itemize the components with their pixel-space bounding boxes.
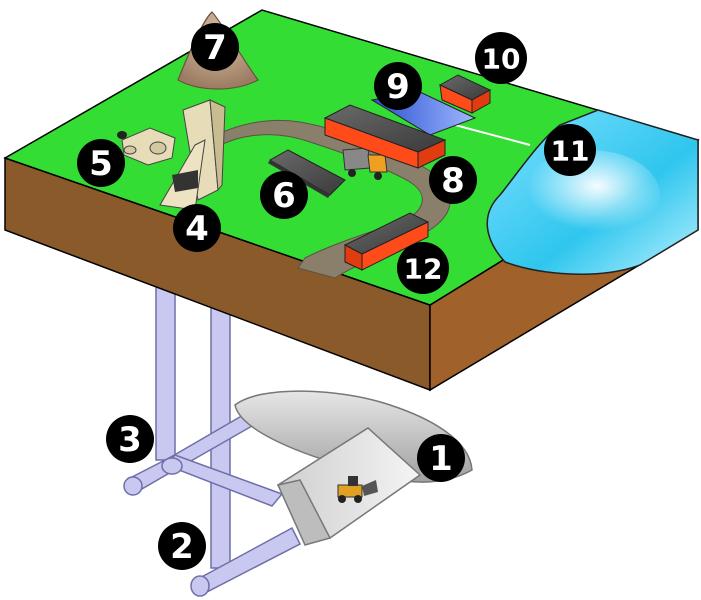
svg-text:9: 9 [386, 67, 410, 107]
tunnel-end-1 [123, 476, 143, 496]
headframe [159, 99, 226, 211]
label-6: 6 [260, 171, 308, 219]
label-5: 5 [77, 139, 125, 187]
main-building [323, 104, 447, 169]
number-labels: 1 2 3 4 5 6 7 8 [77, 23, 596, 570]
svg-text:8: 8 [441, 161, 465, 201]
svg-text:6: 6 [272, 176, 296, 216]
shafts [123, 284, 302, 597]
svg-text:5: 5 [89, 144, 113, 184]
workshop [343, 212, 430, 271]
svg-text:4: 4 [185, 209, 209, 249]
small-building [438, 74, 492, 114]
label-7: 7 [191, 23, 239, 71]
label-12: 12 [397, 242, 449, 294]
water-pipe [454, 124, 531, 146]
svg-text:3: 3 [118, 420, 142, 460]
label-4: 4 [173, 204, 221, 252]
shaft-left [155, 284, 176, 461]
truck-icon [342, 147, 388, 180]
label-8: 8 [429, 156, 477, 204]
label-11: 11 [544, 124, 596, 176]
svg-text:11: 11 [551, 135, 590, 168]
processing-plant [117, 127, 176, 166]
label-2: 2 [158, 522, 206, 570]
label-3: 3 [106, 415, 154, 463]
lake [486, 109, 699, 275]
svg-text:2: 2 [170, 527, 194, 567]
tunnel-end-2 [190, 575, 210, 597]
label-1: 1 [417, 434, 465, 482]
tunnel-junction [161, 457, 183, 475]
svg-text:10: 10 [482, 43, 521, 76]
label-9: 9 [374, 62, 422, 110]
label-10: 10 [475, 32, 527, 84]
svg-text:1: 1 [429, 439, 453, 479]
svg-text:7: 7 [203, 28, 227, 68]
svg-text:12: 12 [404, 253, 443, 286]
stope [276, 427, 422, 546]
loader-icon [337, 476, 378, 503]
